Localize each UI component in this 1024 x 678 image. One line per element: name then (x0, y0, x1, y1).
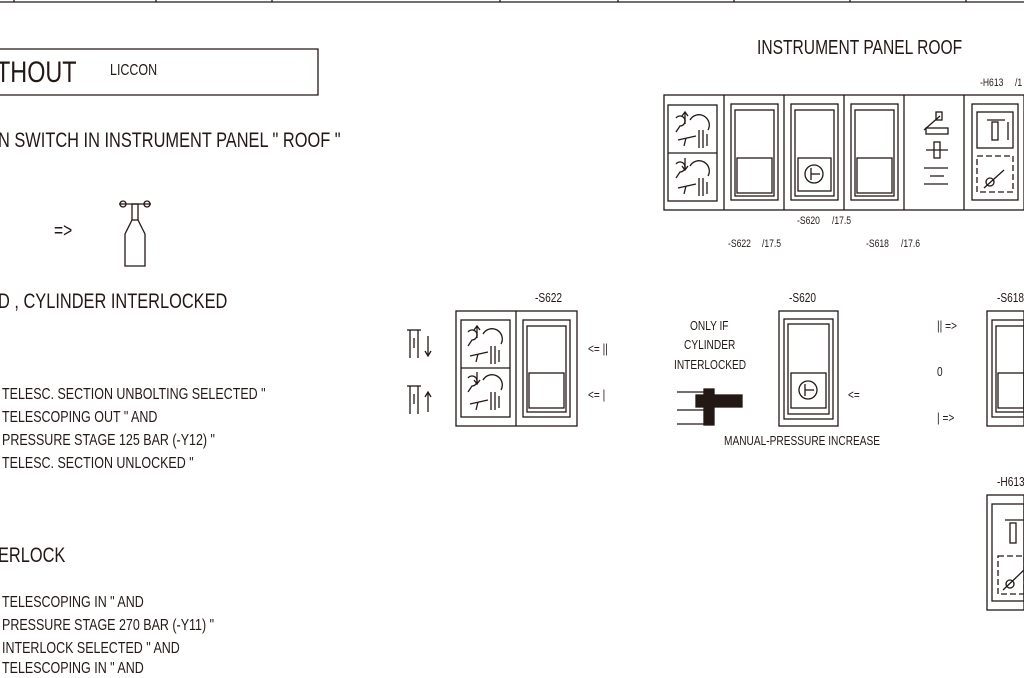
roof-panel-title: INSTRUMENT PANEL ROOF (757, 37, 963, 59)
interlock-heading: ERLOCK (0, 544, 66, 567)
switch-instruction: N SWITCH IN INSTRUMENT PANEL " ROOF " (0, 129, 341, 152)
pressure-increase-symbol-icon (677, 388, 743, 426)
lever-up-icon (407, 385, 432, 414)
list-b-item: INTERLOCK SELECTED " AND (2, 640, 180, 657)
h613-detail-frame (986, 494, 1024, 611)
list-a-item: PRESSURE STAGE 125 BAR (-Y12) " (2, 432, 215, 449)
manual-pressure-label: MANUAL-PRESSURE INCREASE (724, 433, 881, 448)
roof-label-s622-ref: /17.5 (762, 238, 782, 250)
roof-label-s620-ref: /17.5 (832, 215, 852, 227)
only-if-line: CYLINDER (684, 337, 736, 352)
list-a-item: TELESC. SECTION UNBOLTING SELECTED " (2, 386, 266, 403)
header-subtitle: LICCON (110, 62, 158, 79)
list-b-item: TELESCOPING IN " AND (2, 660, 144, 677)
s622-position-ii: <= || (588, 341, 608, 356)
roof-label-s622: -S622 (728, 238, 751, 250)
only-if-line: ONLY IF (690, 318, 729, 333)
roof-h613-module (971, 103, 1019, 201)
header-box-frame (0, 48, 319, 96)
s622-position-i: <= | (588, 387, 606, 402)
s618-position-i: | => (937, 410, 955, 425)
detail-label-s620: -S620 (789, 290, 817, 305)
lever-arrow: => (54, 220, 73, 242)
list-a-item: TELESCOPING OUT " AND (2, 409, 158, 426)
header-title: THOUT (0, 56, 77, 89)
s622-detail-symbol-bottom-icon (467, 372, 503, 411)
roof-label-h613: -H613 (980, 77, 1004, 89)
s618-position-ii: || => (937, 318, 957, 333)
detail-label-s622: -S622 (535, 290, 563, 305)
s618-detail-frame (986, 310, 1024, 427)
roof-label-h613-ref: /1 (1015, 77, 1023, 89)
roof-s622-symbol-top-icon (675, 110, 710, 148)
roof-label-s618-ref: /17.6 (901, 238, 921, 250)
roof-s622-rocker (730, 103, 779, 201)
lever-down-icon (407, 329, 432, 358)
roof-s620-rocker (790, 103, 839, 201)
roof-s622-symbol-bottom-icon (675, 158, 710, 196)
roof-h613-symbol-icon (923, 111, 949, 185)
only-if-line: INTERLOCKED (674, 357, 747, 372)
s618-position-0: 0 (937, 364, 943, 379)
lever-symbol-icon (119, 200, 151, 267)
roof-label-s618: -S618 (866, 238, 889, 250)
roof-label-s620: -S620 (797, 215, 820, 227)
s620-arrow: <= (848, 387, 860, 402)
s620-detail-frame (778, 310, 839, 427)
detail-label-h613: -H613 (997, 474, 1024, 489)
list-b-item: TELESCOPING IN " AND (2, 594, 144, 611)
roof-s618-rocker (850, 103, 899, 201)
detail-label-s618: -S618 (997, 290, 1024, 305)
s622-detail-symbol-top-icon (467, 324, 503, 364)
top-border-ticks (13, 0, 967, 2)
list-a-item: TELESC. SECTION UNLOCKED " (2, 455, 194, 472)
cylinder-heading: D , CYLINDER INTERLOCKED (0, 290, 228, 313)
list-b-item: PRESSURE STAGE 270 BAR (-Y11) " (2, 617, 215, 634)
